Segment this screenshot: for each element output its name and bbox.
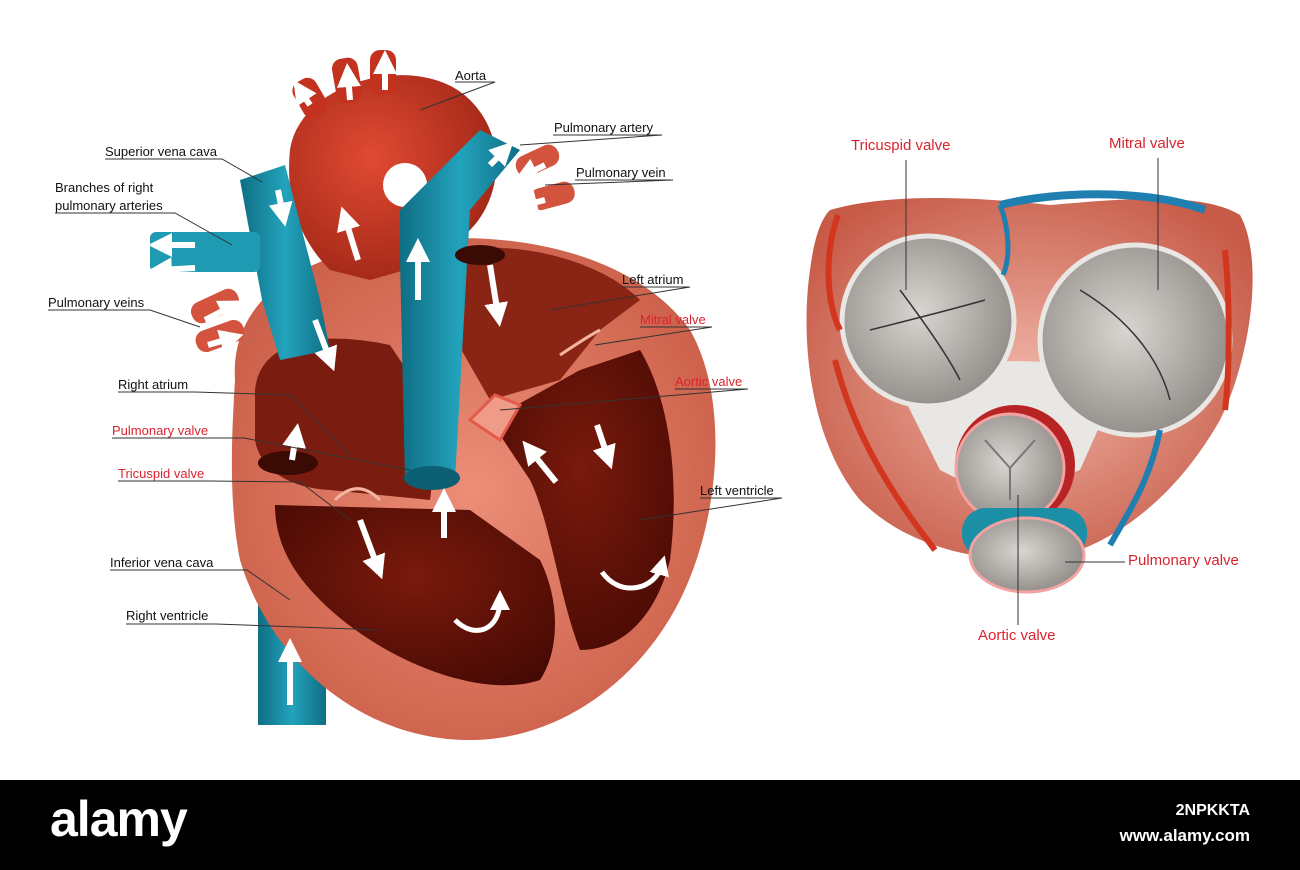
label-pulmonary-veins: Pulmonary veins bbox=[48, 295, 145, 310]
left-atrium-opening bbox=[455, 245, 505, 265]
left-pulmonary-vein-upper bbox=[190, 288, 240, 324]
pulmonary-vein-upper bbox=[515, 144, 560, 177]
aortic-valve-shape bbox=[467, 393, 523, 443]
label-mitral-valve: Mitral valve bbox=[640, 312, 706, 327]
mitral-leaflet-line bbox=[1079, 289, 1171, 401]
coronary-vein-branch bbox=[997, 204, 1011, 277]
tricuspid-leaflet-lines bbox=[869, 289, 986, 381]
aortic-cusp-lines bbox=[984, 439, 1036, 500]
label-tricuspid-valve-top: Tricuspid valve bbox=[851, 137, 951, 154]
label-aortic-valve: Aortic valve bbox=[675, 374, 743, 389]
pulmonary-valve-opening bbox=[404, 466, 460, 490]
label-right-ventricle: Right ventricle bbox=[126, 608, 209, 623]
label-pulmonary-vein: Pulmonary vein bbox=[576, 165, 666, 180]
coronary-artery-right bbox=[1222, 249, 1232, 411]
illustration-area: Aorta Pulmonary artery Pulmonary vein Su… bbox=[48, 50, 1253, 740]
mitral-valve-shape bbox=[559, 328, 601, 357]
footer-bar: alamy 2NPKKTA www.alamy.com bbox=[0, 780, 1300, 870]
label-left-atrium: Left atrium bbox=[622, 272, 684, 287]
label-left-ventricle: Left ventricle bbox=[700, 483, 774, 498]
label-pulmonary-valve-top: Pulmonary valve bbox=[1128, 552, 1239, 569]
label-superior-vena-cava: Superior vena cava bbox=[105, 144, 218, 159]
tricuspid-valve-top bbox=[839, 233, 1017, 409]
right-atrium-opening bbox=[258, 451, 318, 475]
right-ventricle-swirl-arrow bbox=[453, 590, 510, 633]
label-pulmonary-valve: Pulmonary valve bbox=[112, 423, 209, 438]
leader-lines-valves bbox=[905, 158, 1159, 625]
label-mitral-valve-top: Mitral valve bbox=[1109, 135, 1185, 152]
superior-vena-cava-shape bbox=[240, 165, 330, 360]
label-branches-line1: Branches of right bbox=[55, 180, 154, 195]
label-pulmonary-artery: Pulmonary artery bbox=[554, 120, 653, 135]
left-ventricle-swirl-arrow bbox=[599, 555, 669, 591]
right-ventricle-chamber bbox=[275, 505, 555, 686]
site-url: www.alamy.com bbox=[1119, 826, 1250, 845]
heart-illustration bbox=[48, 50, 1253, 740]
label-inferior-vena-cava: Inferior vena cava bbox=[110, 555, 214, 570]
blood-flow-arrows bbox=[148, 50, 616, 705]
pulmonary-artery-shape bbox=[400, 130, 520, 480]
label-right-atrium: Right atrium bbox=[118, 377, 189, 392]
pulmonary-valve-top bbox=[968, 516, 1086, 594]
mitral-valve-top bbox=[1037, 242, 1233, 438]
right-pulmonary-artery-branches bbox=[150, 232, 260, 272]
coronary-vein-lower bbox=[1107, 429, 1163, 547]
leader-lines-heart bbox=[48, 81, 783, 631]
coronary-vein-top bbox=[999, 190, 1207, 214]
image-code: 2NPKKTA bbox=[1175, 802, 1250, 819]
brand-logo: alamy bbox=[50, 791, 188, 847]
coronary-artery-left bbox=[825, 213, 938, 552]
tricuspid-valve-shape bbox=[333, 487, 382, 502]
left-atrium-chamber bbox=[450, 247, 640, 400]
left-ventricle-chamber bbox=[490, 350, 674, 650]
label-tricuspid-valve: Tricuspid valve bbox=[118, 466, 205, 481]
label-aortic-valve-top: Aortic valve bbox=[978, 627, 1056, 644]
label-branches-line2: pulmonary arteries bbox=[55, 198, 163, 213]
label-aorta: Aorta bbox=[455, 68, 487, 83]
